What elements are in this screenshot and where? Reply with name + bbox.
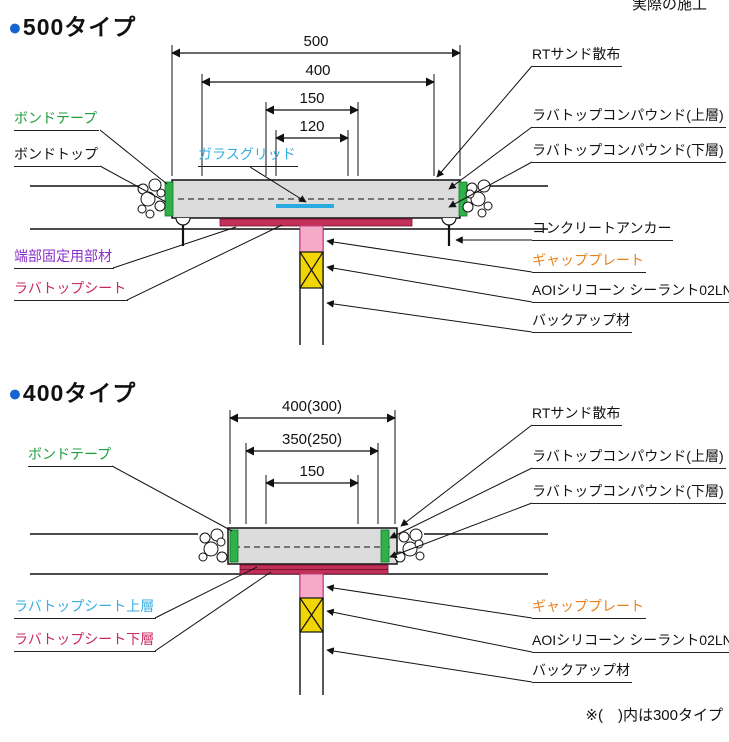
- label-bond-tape-400: ボンドテープ: [28, 446, 114, 467]
- label-gap-plate-400: ギャッププレート: [532, 598, 646, 619]
- label-compound-upper-400: ラバトップコンパウンド(上層): [532, 448, 726, 469]
- dim-500: 500: [303, 33, 329, 50]
- label-compound-lower-500: ラバトップコンパウンド(下層): [532, 142, 726, 163]
- section-title-500-text: 500タイプ: [22, 14, 137, 40]
- bond-tape-left-400: [229, 529, 239, 563]
- bond-tape-left-500: [164, 181, 174, 217]
- label-compound-lower-400: ラバトップコンパウンド(下層): [532, 483, 726, 504]
- label-backup-400: バックアップ材: [532, 662, 632, 683]
- cropped-header-note: 実際の施工: [632, 0, 708, 13]
- dimension-lines-500: [171, 45, 461, 176]
- dim-120: 120: [299, 118, 325, 135]
- label-rt-sand-500: RTサンド散布: [532, 46, 623, 67]
- label-gap-plate-500: ギャッププレート: [532, 252, 646, 273]
- label-sheet-upper-400: ラバトップシート上層: [14, 598, 157, 619]
- label-rubbertop-sheet-500: ラバトップシート: [14, 280, 129, 301]
- dim-400: 400: [305, 62, 331, 79]
- compound-slab-500: [171, 179, 461, 219]
- aggregate-left-500: [137, 178, 166, 219]
- concrete-anchors-500: [175, 217, 457, 246]
- rubbertop-sheet-500: [219, 218, 413, 227]
- bullet-icon: ●: [8, 380, 23, 406]
- label-concrete-anchor-500: コンクリートアンカー: [532, 220, 674, 241]
- dimension-lines-400: [229, 410, 396, 524]
- dim-350-250: 350(250): [281, 431, 343, 448]
- leader-lines-500: [99, 65, 533, 333]
- aggregate-right-400: [394, 528, 425, 563]
- label-rt-sand-400: RTサンド散布: [532, 405, 623, 426]
- compound-slab-400: [227, 527, 398, 565]
- label-edge-fixing-500: 端部固定用部材: [14, 248, 114, 269]
- dim-150-b: 150: [299, 463, 325, 480]
- section-title-500: ●500タイプ: [8, 8, 136, 42]
- dim-400-300: 400(300): [281, 398, 343, 415]
- label-aoi-sealant-400: AOIシリコーン シーラント02LN: [532, 632, 729, 653]
- leader-lines-400: [111, 424, 533, 683]
- sealant-400: [299, 597, 324, 633]
- bond-tape-right-400: [380, 529, 390, 563]
- section-title-400-text: 400タイプ: [22, 380, 137, 406]
- label-bond-tape-500: ボンドテープ: [14, 110, 100, 131]
- aggregate-left-400: [198, 528, 228, 563]
- dim-150: 150: [299, 90, 325, 107]
- gap-plate-500: [299, 225, 324, 253]
- label-compound-upper-500: ラバトップコンパウンド(上層): [532, 107, 726, 128]
- label-bond-top-500: ボンドトップ: [14, 146, 100, 167]
- bullet-icon: ●: [8, 14, 23, 40]
- footer-note: ※( )内は300タイプ: [585, 707, 723, 724]
- label-aoi-sealant-500: AOIシリコーン シーラント02LN: [532, 282, 729, 303]
- label-sheet-lower-400: ラバトップシート下層: [14, 631, 157, 652]
- section-400-drawing: [30, 410, 548, 695]
- label-glass-grid-500: ガラスグリッド: [198, 146, 298, 167]
- section-title-400: ●400タイプ: [8, 374, 136, 408]
- section-500-drawing: [30, 45, 548, 345]
- label-backup-500: バックアップ材: [532, 312, 632, 333]
- gap-plate-400: [299, 573, 324, 599]
- aggregate-right-500: [462, 179, 493, 218]
- sealant-500: [299, 251, 324, 289]
